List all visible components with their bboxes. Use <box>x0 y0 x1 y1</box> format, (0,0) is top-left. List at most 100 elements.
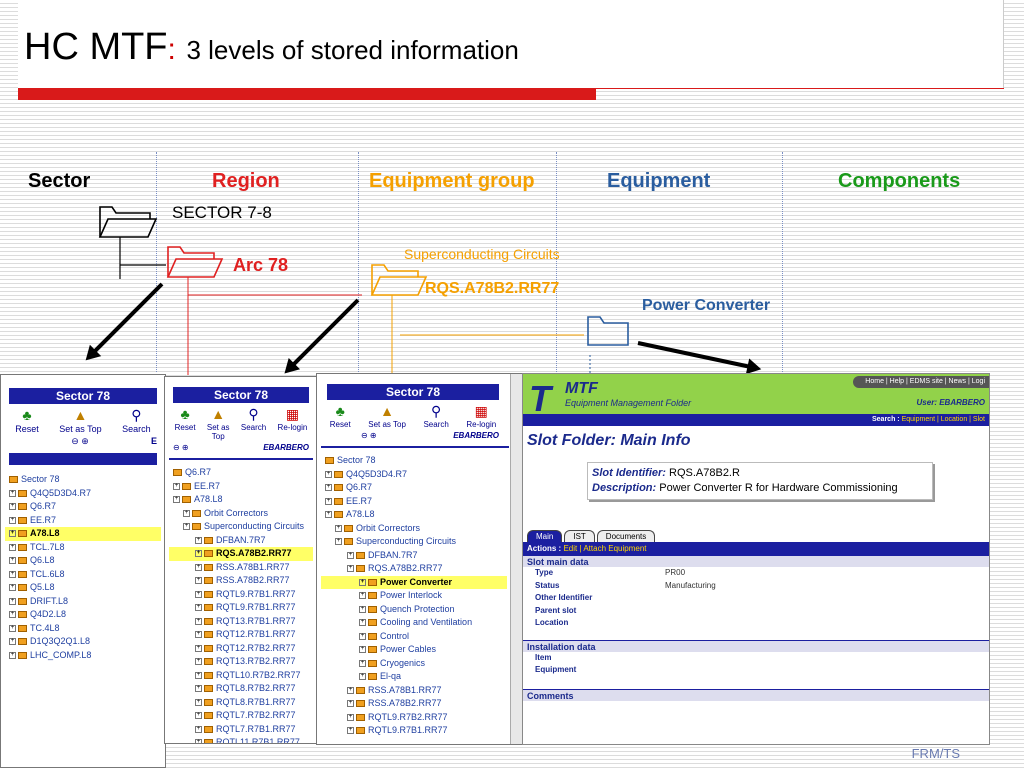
lock-icon[interactable]: ⊖ ⊕ <box>71 436 89 446</box>
tree-item[interactable]: +Q6.R7 <box>325 482 373 492</box>
tree-item[interactable]: +EE.R7 <box>325 495 373 506</box>
expand-icon[interactable]: + <box>195 536 202 544</box>
expand-icon[interactable]: + <box>325 511 332 519</box>
expand-icon[interactable]: + <box>9 611 16 619</box>
tree-item[interactable]: Q6.R7 <box>169 466 313 480</box>
tree-item[interactable]: +Cooling and Ventilation <box>359 617 473 627</box>
expand-icon[interactable]: + <box>359 592 366 600</box>
expand-icon[interactable]: + <box>359 659 366 667</box>
search-button[interactable]: ⚲Search <box>240 406 267 432</box>
tree-item[interactable]: +RQTL10.R7B2.RR77 <box>195 669 301 680</box>
expand-icon[interactable]: + <box>195 563 202 571</box>
set-as-top-button[interactable]: ▲Set as Top <box>59 407 102 434</box>
tree-item[interactable]: +RQT13.R7B1.RR77 <box>195 615 296 626</box>
expand-icon[interactable]: + <box>9 543 16 551</box>
reset-button[interactable]: ♣Reset <box>15 407 39 434</box>
expand-icon[interactable]: + <box>9 597 16 605</box>
search-links[interactable]: Equipment | Location | Slot <box>901 416 985 423</box>
tree-item[interactable]: +Q4Q5D3D4.R7 <box>325 468 408 479</box>
tab-ist[interactable]: IST <box>564 530 595 542</box>
expand-icon[interactable]: + <box>347 551 354 559</box>
tree-item[interactable]: +RSS.A78B1.RR77 <box>347 684 442 695</box>
expand-icon[interactable]: + <box>195 550 202 558</box>
tree-item[interactable]: +Q4Q5D3D4.R7 <box>9 487 92 498</box>
expand-icon[interactable]: + <box>183 523 190 531</box>
expand-icon[interactable]: + <box>359 646 366 654</box>
set-as-top-button[interactable]: ▲Set as Top <box>368 403 406 429</box>
expand-icon[interactable]: + <box>195 617 202 625</box>
tree-item[interactable]: +Q4D2.L8 <box>9 609 67 619</box>
tree-item[interactable]: +Superconducting Circuits <box>183 521 305 531</box>
expand-icon[interactable]: + <box>347 727 354 735</box>
expand-icon[interactable]: + <box>359 605 366 613</box>
expand-icon[interactable]: + <box>359 673 366 681</box>
expand-icon[interactable]: + <box>359 632 366 640</box>
tree-item[interactable]: +RQS.A78B2.RR77 <box>169 547 313 561</box>
tree-item[interactable]: +A78.L8 <box>5 527 161 541</box>
tree-item[interactable]: +EE.R7 <box>9 514 57 525</box>
expand-icon[interactable]: + <box>195 739 202 743</box>
expand-icon[interactable]: + <box>9 638 16 646</box>
expand-icon[interactable]: + <box>325 484 332 492</box>
expand-icon[interactable]: + <box>9 530 16 538</box>
tree-item[interactable]: +Orbit Correctors <box>183 507 269 518</box>
relogin-button[interactable]: ▦Re-login <box>277 406 308 432</box>
expand-icon[interactable]: + <box>9 584 16 592</box>
expand-icon[interactable]: + <box>347 700 354 708</box>
expand-icon[interactable]: + <box>359 619 366 627</box>
tree-item[interactable]: +RQTL7.R7B2.RR77 <box>195 710 296 720</box>
top-nav-links[interactable]: Home | Help | EDMS site | News | Logi <box>853 376 989 388</box>
expand-icon[interactable]: + <box>347 565 354 573</box>
tree-item[interactable]: +RQTL9.R7B1.RR77 <box>195 588 296 599</box>
scrollbar[interactable] <box>510 374 523 744</box>
action-links[interactable]: Edit | Attach Equipment <box>563 544 647 553</box>
tree-item[interactable]: +RQTL11.R7B1.RR77 <box>169 736 313 743</box>
tree-item[interactable]: +LHC_COMP.L8 <box>9 649 92 660</box>
expand-icon[interactable]: + <box>195 658 202 666</box>
tree-item[interactable]: +Q6.R7 <box>9 501 57 511</box>
expand-icon[interactable]: + <box>195 671 202 679</box>
expand-icon[interactable]: + <box>359 578 366 586</box>
tree-item[interactable]: +RSS.A78B2.RR77 <box>195 575 290 585</box>
tree-item[interactable]: +RQT12.R7B1.RR77 <box>195 629 296 639</box>
expand-icon[interactable]: + <box>195 590 202 598</box>
expand-icon[interactable]: + <box>9 503 16 511</box>
tree-item[interactable]: +El-qa <box>359 671 402 681</box>
expand-icon[interactable]: + <box>173 496 180 504</box>
tree-item[interactable]: +TCL.6L8 <box>9 568 65 579</box>
expand-icon[interactable]: + <box>195 712 202 720</box>
tree-item[interactable]: +RQS.A78B2.RR77 <box>347 563 443 573</box>
expand-icon[interactable]: + <box>347 713 354 721</box>
tree-item[interactable]: +Power Interlock <box>359 590 443 600</box>
expand-icon[interactable]: + <box>9 557 16 565</box>
lock-icon[interactable]: ⊖ ⊕ <box>173 443 189 452</box>
reset-button[interactable]: ♣Reset <box>174 406 196 432</box>
expand-icon[interactable]: + <box>195 577 202 585</box>
tree-item[interactable]: +Orbit Correctors <box>335 522 421 533</box>
expand-icon[interactable]: + <box>195 725 202 733</box>
expand-icon[interactable]: + <box>195 698 202 706</box>
tree-item[interactable]: +DFBAN.7R7 <box>347 549 418 560</box>
tree-item[interactable]: +Q6.L8 <box>9 555 55 565</box>
tree-item[interactable]: Sector 78 <box>5 473 161 487</box>
tree-item[interactable]: +Q5.L8 <box>9 582 55 592</box>
expand-icon[interactable]: + <box>195 604 202 612</box>
expand-icon[interactable]: + <box>9 651 16 659</box>
tree-item[interactable]: +Cryogenics <box>359 657 426 668</box>
tree-item[interactable]: +RSS.A78B2.RR77 <box>347 698 442 708</box>
tree-item[interactable]: +RQTL9.R7B1.RR77 <box>347 725 448 735</box>
expand-icon[interactable]: + <box>173 482 180 490</box>
expand-icon[interactable]: + <box>347 686 354 694</box>
expand-icon[interactable]: + <box>9 624 16 632</box>
tree-item[interactable]: +RQTL9.R7B1.RR77 <box>195 602 296 612</box>
tree-item[interactable]: +A78.L8 <box>325 509 375 519</box>
tree-item[interactable]: +Control <box>359 630 410 641</box>
expand-icon[interactable]: + <box>183 509 190 517</box>
search-button[interactable]: ⚲Search <box>122 407 151 434</box>
tree-item[interactable]: +RSS.A78B1.RR77 <box>195 561 290 572</box>
tree-item[interactable]: +TCL.7L8 <box>9 541 65 552</box>
tree-item[interactable]: +Superconducting Circuits <box>335 536 457 546</box>
relogin-button[interactable]: ▦Re-login <box>466 403 497 429</box>
reset-button[interactable]: ♣Reset <box>329 403 351 429</box>
